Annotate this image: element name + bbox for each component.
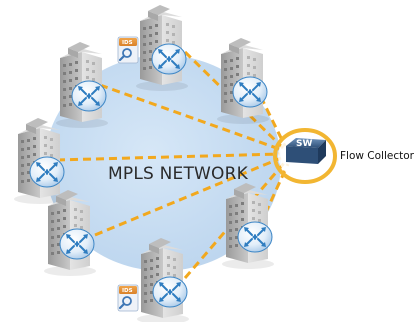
link-left (56, 152, 281, 162)
flow-collector-switch: SW (273, 128, 337, 184)
link-top-right (253, 84, 287, 147)
site-building-top-left (55, 41, 109, 129)
site-building-top-right (216, 37, 270, 125)
link-bottom-left (94, 156, 282, 237)
ids-icon-bottom: IDS (116, 283, 140, 313)
ids-label-top: IDS (122, 40, 133, 46)
switch-label: SW (296, 139, 312, 149)
link-top-left (99, 83, 283, 152)
ids-icon-top: IDS (116, 35, 140, 65)
site-building-top-center (135, 4, 189, 92)
collector-ring (273, 128, 337, 184)
ids-label-bottom: IDS (122, 288, 133, 294)
network-label: MPLS NETWORK (108, 164, 249, 184)
flow-collector-label: Flow Collector (340, 150, 415, 162)
